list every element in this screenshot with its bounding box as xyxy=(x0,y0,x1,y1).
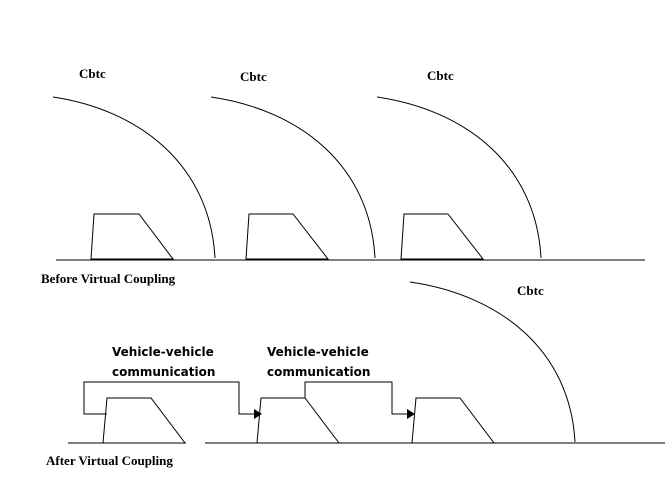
cbtc-range-arc-1 xyxy=(52,96,216,259)
before-coupling-label: Before Virtual Coupling xyxy=(41,271,176,286)
v2v-arrowhead-2 xyxy=(407,409,415,419)
train-after-1 xyxy=(102,397,187,444)
v2v-arrowhead-1 xyxy=(254,409,262,419)
v2v-link-2 xyxy=(304,381,408,415)
v2v-label-2-line2: communication xyxy=(267,365,370,379)
cbtc-label-1: Cbtc xyxy=(79,66,106,81)
train-after-2 xyxy=(256,397,341,444)
train-after-3 xyxy=(411,397,496,444)
before-section: Cbtc Cbtc Cbtc Before Virtual Coupling xyxy=(41,66,645,286)
train-before-1 xyxy=(90,213,175,260)
cbtc-label-2: Cbtc xyxy=(240,69,267,84)
after-section: Cbtc Vehicle-vehicle communication Vehic… xyxy=(46,281,665,468)
v2v-label-2-line1: Vehicle-vehicle xyxy=(267,345,369,359)
cbtc-range-arc-2 xyxy=(210,96,376,259)
cbtc-label-3: Cbtc xyxy=(427,68,454,83)
v2v-label-1-line1: Vehicle-vehicle xyxy=(112,345,214,359)
cbtc-range-arc-3 xyxy=(376,96,542,259)
cbtc-range-arc-coupled xyxy=(409,281,576,443)
cbtc-label-coupled: Cbtc xyxy=(517,283,544,298)
train-before-2 xyxy=(245,213,330,260)
v2v-link-1 xyxy=(83,381,254,415)
v2v-label-1-line2: communication xyxy=(112,365,215,379)
after-coupling-label: After Virtual Coupling xyxy=(46,453,173,468)
train-before-3 xyxy=(400,213,485,260)
